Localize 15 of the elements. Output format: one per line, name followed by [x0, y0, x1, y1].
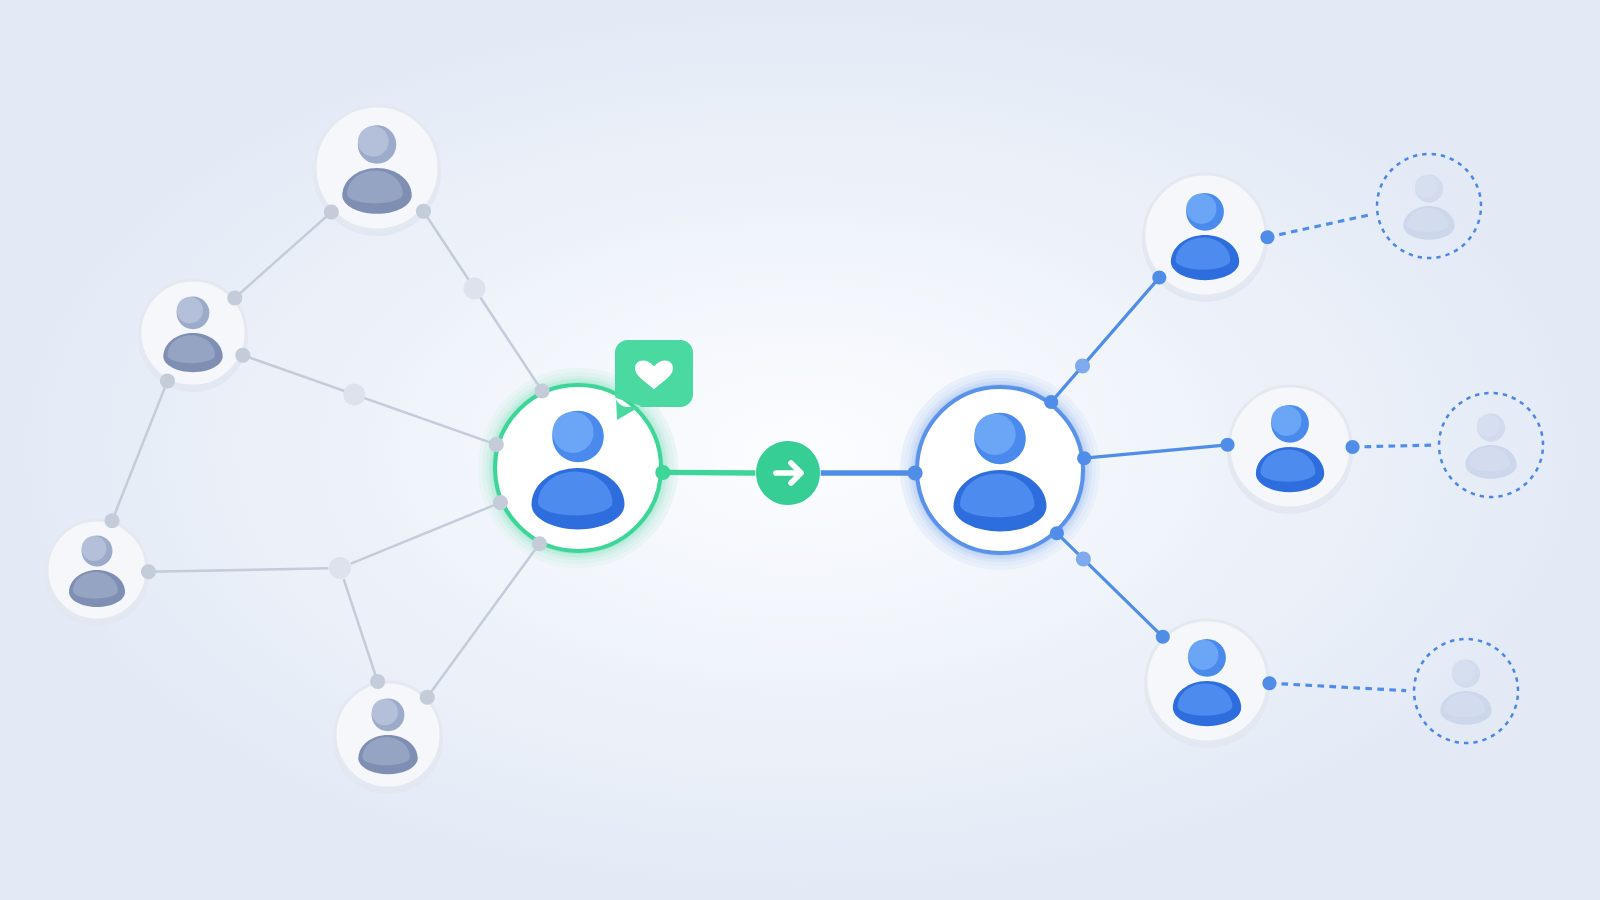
connector-line	[415, 203, 550, 399]
connector-line	[655, 464, 756, 480]
connector-line	[820, 465, 923, 481]
connector-line	[1077, 437, 1235, 466]
junction-dot	[329, 557, 351, 579]
connector-line	[350, 495, 508, 565]
dashed-line	[1260, 213, 1371, 245]
connector-line	[419, 536, 547, 705]
connector-line	[227, 204, 339, 306]
connector-line	[104, 373, 175, 529]
connector-line	[235, 347, 504, 453]
dashed-line	[1345, 440, 1432, 454]
connector-line	[140, 564, 329, 580]
dashed-line	[1262, 676, 1407, 693]
connector-line	[342, 578, 386, 689]
